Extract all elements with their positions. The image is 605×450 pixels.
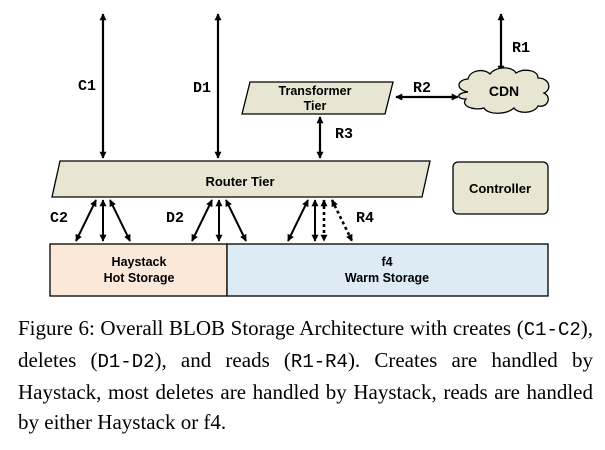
label-c2: C2 xyxy=(50,210,68,227)
transformer-label-line1: Transformer xyxy=(279,84,352,98)
router-tier: Router Tier xyxy=(51,160,431,198)
controller-label: Controller xyxy=(469,181,531,196)
haystack-label-line2: Hot Storage xyxy=(104,271,175,285)
caption-code-deletes: D1-D2 xyxy=(97,351,155,373)
label-r2: R2 xyxy=(413,80,431,97)
caption-code-reads: R1-R4 xyxy=(290,351,348,373)
cdn-label: CDN xyxy=(489,83,519,99)
caption-text-2: ), deletes ( xyxy=(18,316,593,372)
router-label: Router Tier xyxy=(205,174,274,189)
caption-code-creates: C1-C2 xyxy=(523,319,581,341)
f4-label-line2: Warm Storage xyxy=(345,271,429,285)
label-r3: R3 xyxy=(335,126,353,143)
transformer-tier: Transformer Tier xyxy=(241,81,394,115)
haystack-hot-storage: Haystack Hot Storage xyxy=(49,243,228,297)
f4-warm-storage: f4 Warm Storage xyxy=(226,243,549,297)
transformer-label-line2: Tier xyxy=(304,99,327,113)
cdn-cloud: CDN xyxy=(458,67,550,114)
c2-arrows xyxy=(75,199,131,242)
caption-text-3: ), and reads ( xyxy=(154,348,291,372)
label-d2: D2 xyxy=(166,210,184,227)
controller-box: Controller xyxy=(452,161,549,215)
r4-arrows xyxy=(287,199,354,242)
caption-text-1: Figure 6: Overall BLOB Storage Architect… xyxy=(18,316,524,340)
label-c1: C1 xyxy=(78,78,96,95)
f4-label-line1: f4 xyxy=(381,255,392,269)
label-d1: D1 xyxy=(193,80,211,97)
architecture-diagram: C1 D1 R1 Transformer Tier R2 CDN R3 Rout… xyxy=(49,13,550,297)
haystack-label-line1: Haystack xyxy=(112,255,167,269)
caption-text-4: ). Creates are handled by Haystack, most… xyxy=(18,348,593,434)
label-r1: R1 xyxy=(512,40,530,57)
label-r4: R4 xyxy=(356,210,374,227)
d2-arrows xyxy=(191,199,247,242)
figure-caption: Figure 6: Overall BLOB Storage Architect… xyxy=(18,313,593,437)
